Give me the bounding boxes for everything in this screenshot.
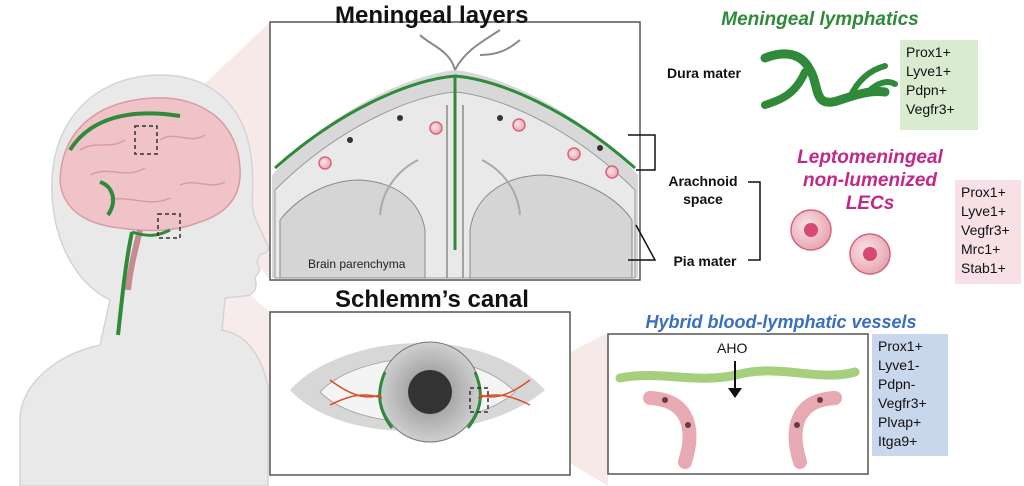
- marker: Mrc1+: [961, 241, 1001, 257]
- leptomeningeal-title-line-3: LECs: [845, 193, 895, 214]
- marker: Vegfr3+: [906, 101, 955, 117]
- dura-mater-label: Dura mater: [667, 65, 741, 81]
- human-head: [19, 74, 270, 486]
- marker: Prox1+: [961, 184, 1006, 200]
- marker: Prox1+: [906, 44, 951, 60]
- arachnoid-space-label-line-2: space: [683, 191, 723, 207]
- marker: Prox1+: [878, 338, 923, 354]
- hybrid-panel: [607, 333, 869, 475]
- marker: Lyve1+: [961, 203, 1007, 219]
- arachnoid-space-label: Arachnoid space: [658, 172, 748, 208]
- leptomeningeal-title: Leptomeningeal non-lumenized LECs: [770, 146, 970, 215]
- marker: Pdpn+: [906, 82, 947, 98]
- leptomeningeal-markers: Prox1+ Lyve1+ Vegfr3+ Mrc1+ Stab1+: [955, 180, 1021, 284]
- meningeal-lymphatics-title: Meningeal lymphatics: [721, 9, 919, 30]
- meningeal-lymphatics-markers: Prox1+ Lyve1+ Pdpn+ Vegfr3+: [900, 40, 978, 130]
- leptomeningeal-title-line-2: non-lumenized: [802, 170, 938, 191]
- leptomeningeal-title-line-1: Leptomeningeal: [797, 147, 943, 168]
- meninges-connectors: [628, 134, 761, 261]
- hybrid-vessels-title: Hybrid blood-lymphatic vessels: [645, 312, 917, 332]
- marker: Pdpn-: [878, 376, 916, 392]
- marker: Stab1+: [961, 260, 1006, 276]
- marker: Vegfr3+: [878, 395, 927, 411]
- hybrid-markers: Prox1+ Lyve1- Pdpn- Vegfr3+ Plvap+ Itga9…: [872, 334, 948, 456]
- aho-label: AHO: [717, 340, 748, 356]
- lepto-cells: [790, 209, 891, 275]
- marker: Vegfr3+: [961, 222, 1010, 238]
- arachnoid-space-label-line-1: Arachnoid: [668, 173, 738, 189]
- marker: Plvap+: [878, 414, 922, 430]
- pia-mater-label: Pia mater: [673, 253, 737, 269]
- marker: Itga9+: [878, 433, 918, 449]
- schlemms-canal-panel: [269, 311, 571, 476]
- brain-parenchyma-label: Brain parenchyma: [308, 257, 406, 271]
- meningeal-layers-panel: [269, 21, 641, 281]
- schlemms-canal-title: Schlemm’s canal: [335, 286, 529, 313]
- marker: Lyve1-: [878, 357, 920, 373]
- lymphatic-vessel-illustration: [760, 49, 898, 109]
- marker: Lyve1+: [906, 63, 952, 79]
- meningeal-layers-title: Meningeal layers: [335, 2, 529, 29]
